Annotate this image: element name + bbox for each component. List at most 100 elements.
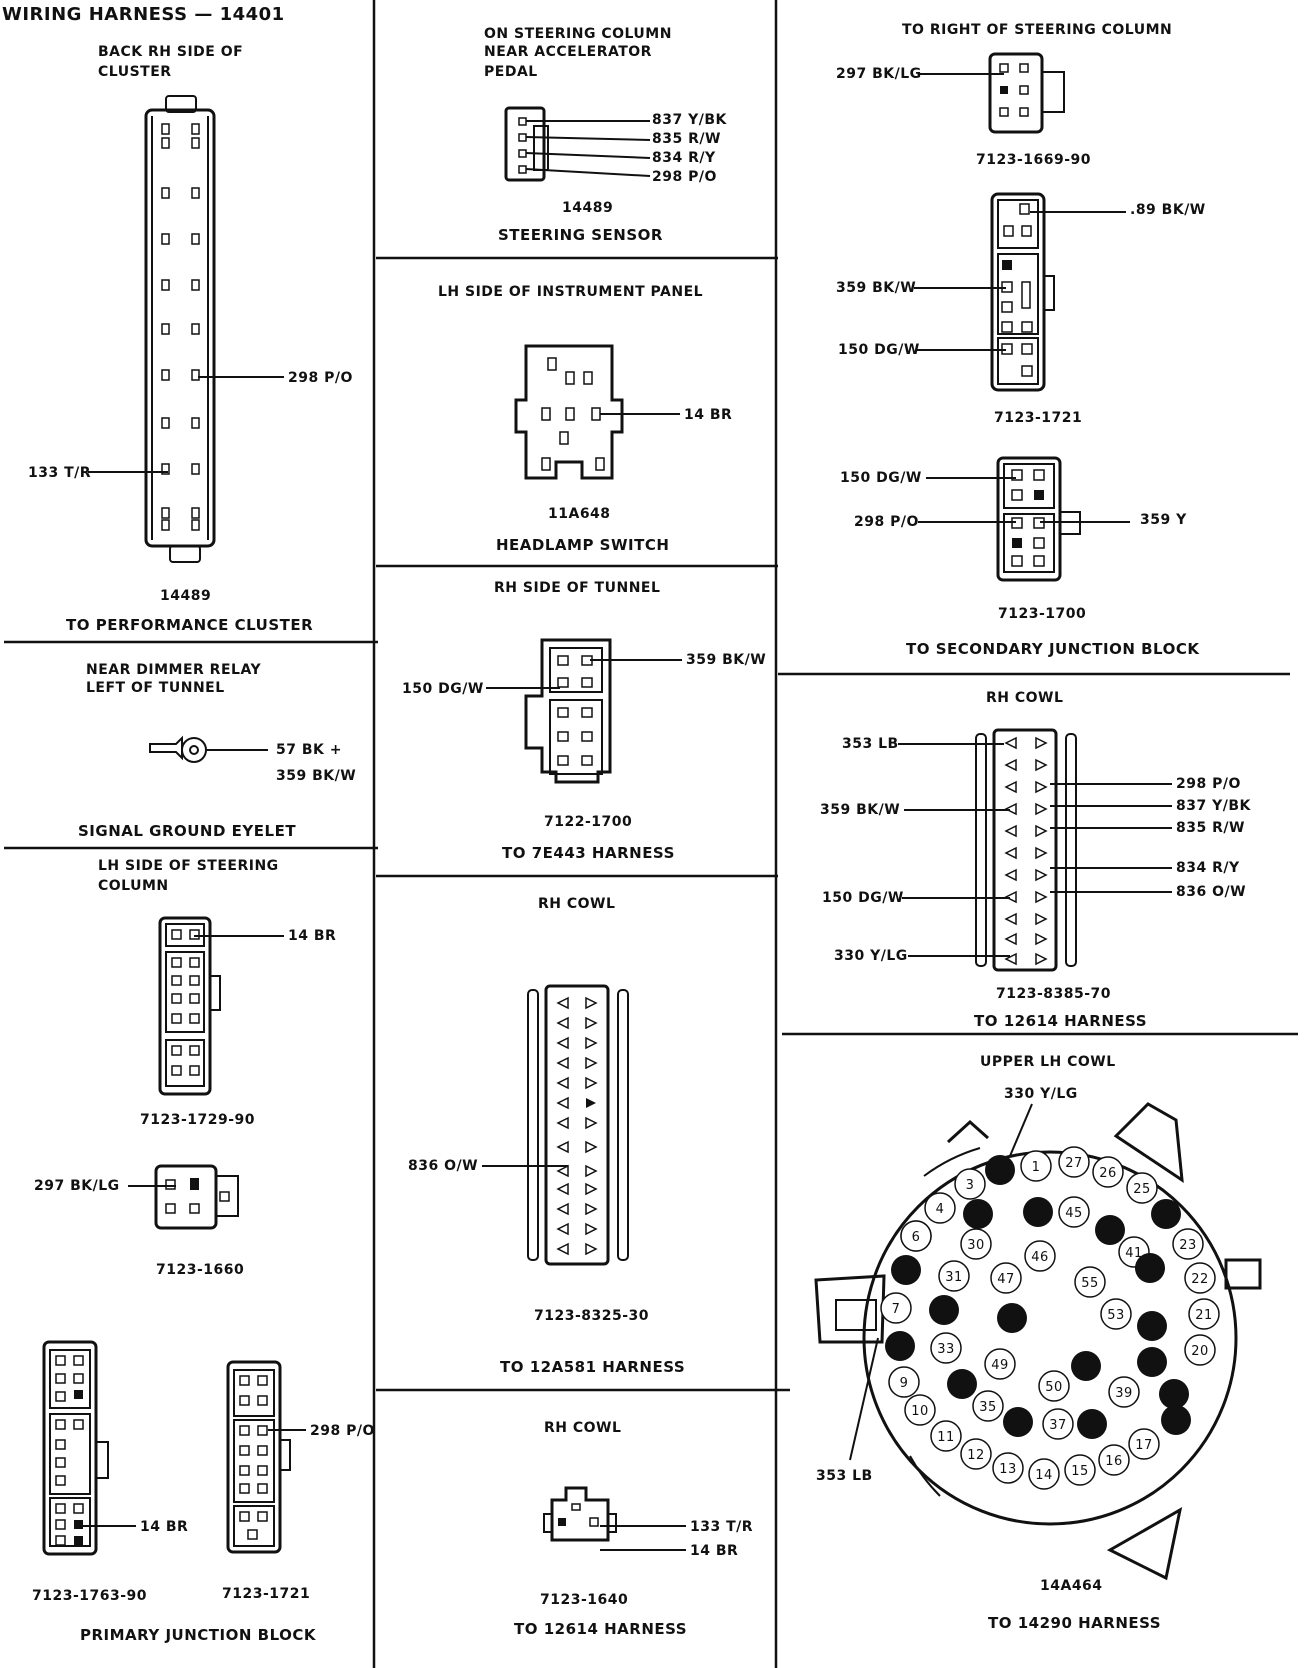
pin-number: 30	[967, 1238, 985, 1253]
part-number: 7123-1729-90	[140, 1112, 255, 1128]
connector-pin	[55, 1503, 66, 1514]
pin-number: 13	[999, 1462, 1017, 1477]
connector-pin	[191, 233, 200, 245]
connector-pin	[585, 1056, 598, 1070]
connector-pin	[585, 1202, 598, 1216]
connector-pin	[239, 1483, 250, 1494]
connector-pin	[191, 519, 200, 531]
part-number: 7123-1660	[156, 1262, 244, 1278]
wire-label: 837 Y/BK	[652, 112, 728, 128]
connector-pin	[239, 1511, 250, 1522]
panel-caption: HEADLAMP SWITCH	[496, 536, 669, 554]
wire-label: 298 P/O	[310, 1423, 375, 1439]
location-line-2: NEAR ACCELERATOR	[484, 44, 652, 60]
connector-pin	[257, 1445, 268, 1456]
round-connector-pin	[1172, 1228, 1204, 1260]
connector-pin-filled	[74, 1536, 83, 1545]
connector-pin	[191, 279, 200, 291]
connector-pin	[585, 1182, 598, 1196]
pin-number: 45	[1065, 1206, 1083, 1221]
connector-pin	[161, 279, 170, 291]
pin-number: 39	[1115, 1386, 1133, 1401]
connector-pin	[73, 1373, 84, 1384]
wire-label: 835 R/W	[652, 131, 721, 147]
pin-number: 16	[1105, 1454, 1123, 1469]
part-number: 14489	[160, 588, 211, 604]
wire-label: 836 O/W	[1176, 884, 1246, 900]
panel-caption: TO 12A581 HARNESS	[500, 1358, 685, 1376]
connector-pin	[191, 417, 200, 429]
connector-7123-1763-90	[42, 1340, 109, 1556]
location-line-1: UPPER LH COWL	[980, 1054, 1116, 1070]
round-connector-pin-filled	[1023, 1197, 1053, 1227]
connector-pin	[161, 519, 170, 531]
connector-pin	[239, 1425, 250, 1436]
location-line-1: LH SIDE OF STEERING	[98, 858, 279, 874]
wire-label: 150 DG/W	[402, 681, 484, 697]
part-number: 7123-8325-30	[534, 1308, 649, 1324]
pin-number: 17	[1135, 1438, 1153, 1453]
location-line-1: ON STEERING COLUMN	[484, 26, 672, 42]
connector-pin	[55, 1391, 66, 1402]
connector-pin	[165, 1179, 176, 1190]
pin-number: 23	[1179, 1238, 1197, 1253]
pin-number: 46	[1031, 1250, 1049, 1265]
pin-number: 14	[1035, 1468, 1053, 1483]
wire-label: 150 DG/W	[840, 470, 922, 486]
wire-label: 359 BK/W	[820, 802, 900, 818]
connector-7123-1660	[154, 1164, 239, 1230]
connector-pin	[171, 929, 182, 940]
connector-pin	[161, 417, 170, 429]
wire-label: 14 BR	[684, 407, 732, 423]
wire-label: 14 BR	[690, 1543, 738, 1559]
wire-label: 330 Y/LG	[1004, 1086, 1078, 1102]
wire-label: 297 BK/LG	[34, 1178, 120, 1194]
connector-pin	[189, 929, 200, 940]
connector-pin	[55, 1457, 66, 1468]
connector-pin	[189, 975, 200, 986]
location-line-2: COLUMN	[98, 878, 169, 894]
round-connector-pin	[930, 1332, 962, 1364]
round-connector-pin	[1100, 1298, 1132, 1330]
connector-pin	[257, 1425, 268, 1436]
round-connector-pin-filled	[985, 1155, 1015, 1185]
wire-label: 359 BK/W	[686, 652, 766, 668]
connector-pin	[556, 1182, 569, 1196]
connector-pin	[191, 323, 200, 335]
round-connector-pin-filled	[929, 1295, 959, 1325]
connector-pin	[73, 1503, 84, 1514]
panel-rh-side-tunnel: RH SIDE OF TUNNEL 150 DG/W 359 BK/W 7122…	[402, 580, 766, 862]
cluster-connector	[144, 95, 216, 563]
connector-pin	[1004, 736, 1017, 750]
panel-separators	[4, 0, 1298, 1668]
round-connector-pin	[880, 1292, 912, 1324]
round-connector-pin	[1092, 1156, 1124, 1188]
connector-pin	[191, 463, 200, 475]
pin-number: 21	[1195, 1308, 1213, 1323]
round-connector-pin-filled	[891, 1255, 921, 1285]
connector-pin	[1035, 890, 1048, 904]
panel-caption: PRIMARY JUNCTION BLOCK	[80, 1626, 317, 1644]
wire-label: 359 BK/W	[836, 280, 916, 296]
pin-number: 27	[1065, 1156, 1083, 1171]
round-connector-pin	[904, 1394, 936, 1426]
round-connector-pin-filled	[1151, 1199, 1181, 1229]
part-number: 7123-8385-70	[996, 986, 1111, 1002]
round-connector-pin-filled	[947, 1369, 977, 1399]
connector-pin	[1004, 952, 1017, 966]
pin-number: 11	[937, 1430, 955, 1445]
wire-label: 133 T/R	[28, 465, 91, 481]
connector-pin	[55, 1535, 66, 1546]
wire-label: 835 R/W	[1176, 820, 1245, 836]
wire-label: 133 T/R	[690, 1519, 753, 1535]
round-connector-pin	[924, 1192, 956, 1224]
connector-pin	[1035, 736, 1048, 750]
connector-pin	[191, 187, 200, 199]
ground-eyelet-icon	[149, 735, 268, 763]
pin-number: 47	[997, 1272, 1015, 1287]
connector-pin	[1035, 846, 1048, 860]
wire-label: 150 DG/W	[822, 890, 904, 906]
round-connector-pin-filled	[1137, 1311, 1167, 1341]
connector-pin	[1035, 932, 1048, 946]
connector-pin	[1035, 780, 1048, 794]
